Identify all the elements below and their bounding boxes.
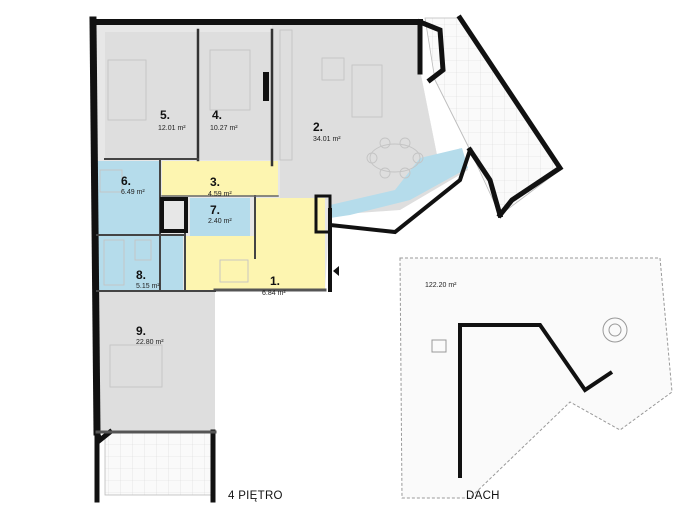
room-1-number: 1. [270,274,280,288]
room-9-fill [97,292,215,432]
room-6-number: 6. [121,174,131,188]
room-6-fill [97,161,160,234]
room-8-fill [97,236,183,290]
room-3-area: 4.59 m² [208,191,232,198]
room-4-fill [200,32,272,160]
room-3-number: 3. [210,175,220,189]
room-5-number: 5. [160,108,170,122]
room-5-fill [105,32,197,158]
room-3-fill [162,161,278,196]
room-7-area: 2.40 m² [208,218,232,225]
room-8-number: 8. [136,268,146,282]
room-9-area: 22.80 m² [136,339,164,346]
room-7-fill [190,198,250,236]
entrance-arrow-icon [333,266,339,276]
balcony-bottom [104,432,214,496]
water-feature [330,148,468,218]
room-labels: 1. 6.84 m² 2. 34.01 m² 3. 4.59 m² 4. 10.… [121,108,457,346]
room-2-number: 2. [313,120,323,134]
floor-caption: 4 PIĘTRO [228,490,283,502]
room-6-area: 6.49 m² [121,189,145,196]
room-9-number: 9. [136,324,146,338]
room-4-number: 4. [212,108,222,122]
room-4-area: 10.27 m² [210,125,238,132]
roof-caption: DACH [466,490,500,502]
walls [89,14,564,503]
room-8-area: 5.15 m² [136,283,160,290]
room-5-area: 12.01 m² [158,125,186,132]
room-1-area: 6.84 m² [262,290,286,297]
furniture [99,29,424,388]
roof-area: 122.20 m² [425,282,457,289]
room-7-number: 7. [210,203,220,217]
roof-plan [399,257,673,499]
room-2-area: 34.01 m² [313,136,341,143]
